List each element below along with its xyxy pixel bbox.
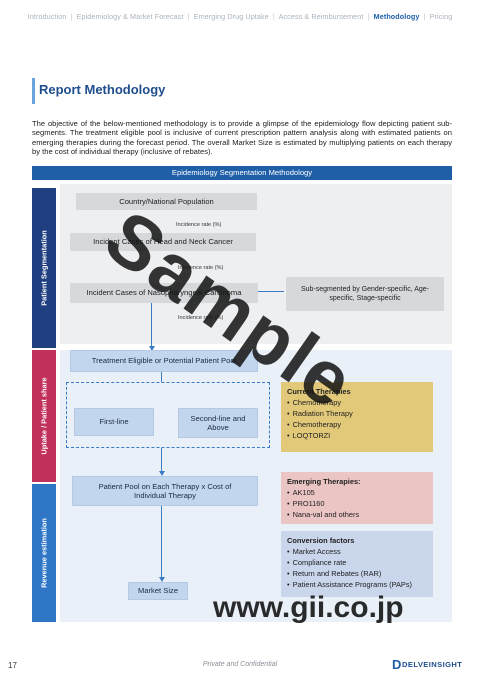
line-of-therapy-group bbox=[66, 382, 270, 448]
conversion-factors-box: Conversion factors Market Access Complia… bbox=[281, 531, 433, 597]
nav-separator: | bbox=[367, 12, 370, 21]
nav-separator: | bbox=[70, 12, 73, 21]
box-subsegmented: Sub-segmented by Gender-specific, Age-sp… bbox=[286, 277, 444, 311]
side-label-text: Uptake / Patient share bbox=[39, 377, 49, 455]
connector-line bbox=[161, 506, 163, 580]
list-item: Radiation Therapy bbox=[287, 408, 427, 419]
list-item: Compliance rate bbox=[287, 557, 427, 568]
nav-pricing[interactable]: Pricing bbox=[429, 12, 453, 21]
box-treatment-pool: Treatment Eligible or Potential Patient … bbox=[70, 350, 258, 372]
emerging-therapies-heading: Emerging Therapies: bbox=[287, 477, 361, 486]
list-item: Market Access bbox=[287, 546, 427, 557]
connector-line bbox=[161, 448, 163, 474]
box-second-line: Second-line and Above bbox=[178, 408, 258, 438]
box-first-line: First-line bbox=[74, 408, 154, 436]
nav-emerging-drug-uptake[interactable]: Emerging Drug Uptake bbox=[193, 12, 269, 21]
rate-label: Incidence rate (%) bbox=[178, 315, 224, 321]
title-accent-bar bbox=[32, 78, 35, 104]
side-label-uptake: Uptake / Patient share bbox=[32, 350, 56, 482]
current-therapies-box: Current Therapies Chemotherapy Radiation… bbox=[281, 382, 433, 452]
nav-separator: | bbox=[423, 12, 426, 21]
nav-introduction[interactable]: Introduction bbox=[27, 12, 67, 21]
arrowhead bbox=[159, 471, 165, 476]
nav-epidemiology[interactable]: Epidemiology & Market Forecast bbox=[76, 12, 184, 21]
connector-line bbox=[258, 291, 284, 293]
segmentation-panel bbox=[60, 184, 452, 344]
box-national-population: Country/National Population bbox=[76, 193, 257, 210]
nav-separator: | bbox=[272, 12, 275, 21]
diagram-header: Epidemiology Segmentation Methodology bbox=[32, 166, 452, 180]
list-item: LOQTORZI bbox=[287, 430, 427, 441]
side-label-patient-segmentation: Patient Segmentation bbox=[32, 188, 56, 348]
connector-line bbox=[151, 300, 153, 350]
delveinsight-logo: D DELVEINSIGHT bbox=[392, 656, 472, 672]
box-incident-hnc: Incident Cases of Head and Neck Cancer bbox=[70, 233, 256, 251]
nav-separator: | bbox=[187, 12, 190, 21]
list-item: Nana-val and others bbox=[287, 509, 427, 520]
emerging-therapies-box: Emerging Therapies: AK105 PRO1160 Nana-v… bbox=[281, 472, 433, 524]
nav-methodology[interactable]: Methodology bbox=[373, 12, 420, 21]
arrowhead bbox=[149, 346, 155, 351]
side-label-text: Revenue estimation bbox=[39, 518, 49, 588]
confidential-label: Private and Confidential bbox=[202, 661, 278, 668]
current-therapies-heading: Current Therapies bbox=[287, 387, 351, 396]
intro-paragraph: The objective of the below-mentioned met… bbox=[32, 119, 452, 157]
list-item: Chemotherapy bbox=[287, 397, 427, 408]
side-label-revenue: Revenue estimation bbox=[32, 484, 56, 622]
side-label-text: Patient Segmentation bbox=[39, 230, 49, 306]
conversion-factors-heading: Conversion factors bbox=[287, 536, 355, 545]
box-patient-pool-cost: Patient Pool on Each Therapy x Cost of I… bbox=[72, 476, 258, 506]
page-title-block: Report Methodology bbox=[32, 78, 182, 104]
rate-label: Incidence rate (%) bbox=[178, 265, 224, 271]
list-item: Chemotherapy bbox=[287, 419, 427, 430]
url-watermark: www.gii.co.jp bbox=[213, 591, 404, 624]
page-title: Report Methodology bbox=[39, 82, 166, 97]
connector-line bbox=[161, 370, 163, 382]
top-navigation: Introduction | Epidemiology & Market For… bbox=[0, 12, 480, 21]
list-item: PRO1160 bbox=[287, 498, 427, 509]
logo-mark-icon: D bbox=[392, 657, 402, 672]
arrowhead bbox=[159, 577, 165, 582]
list-item: AK105 bbox=[287, 487, 427, 498]
nav-access-reimbursement[interactable]: Access & Reimbursement bbox=[278, 12, 364, 21]
page-number: 17 bbox=[8, 661, 17, 670]
list-item: Return and Rebates (RAR) bbox=[287, 568, 427, 579]
list-item: Patient Assistance Programs (PAPs) bbox=[287, 579, 427, 590]
box-incident-npc: Incident Cases of Nasopharyngeal Carcino… bbox=[70, 283, 258, 303]
logo-wordmark: DELVEINSIGHT bbox=[402, 660, 463, 669]
rate-label: Incidence rate (%) bbox=[176, 222, 222, 228]
box-market-size: Market Size bbox=[128, 582, 188, 600]
